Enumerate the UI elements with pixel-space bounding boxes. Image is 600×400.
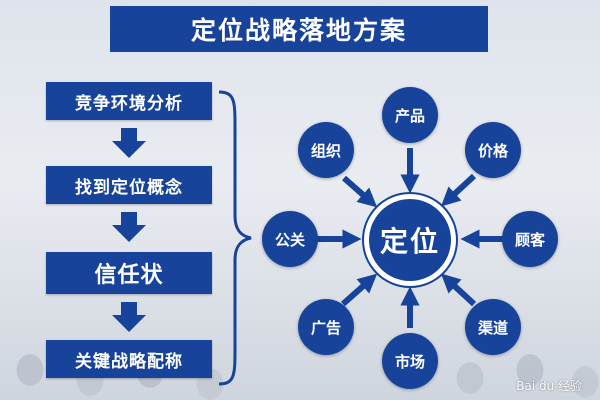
- node-product: 产品: [382, 87, 438, 143]
- arrow-from-advertising: [341, 273, 378, 307]
- node-customer: 顾客: [502, 211, 558, 267]
- node-market: 市场: [382, 333, 438, 389]
- step-credentials: 信任状: [46, 252, 212, 294]
- step-strategic-fit: 关键战略配称: [46, 340, 212, 378]
- down-arrow-icon: [112, 128, 146, 158]
- down-arrow-icon: [112, 212, 146, 242]
- step-competitive-analysis: 竞争环境分析: [46, 82, 212, 120]
- node-advertising: 广告: [298, 299, 354, 355]
- arrow-from-organization: [342, 175, 378, 208]
- brace-connector: [218, 90, 252, 386]
- arrow-from-channel: [440, 273, 477, 307]
- node-pr: 公关: [262, 211, 318, 267]
- arrow-from-price: [440, 173, 477, 207]
- node-organization: 组织: [298, 122, 354, 178]
- down-arrow-icon: [112, 302, 146, 332]
- center-positioning: 定位: [369, 199, 451, 281]
- watermark: Bai du 经验: [516, 379, 582, 393]
- page-title: 定位战略落地方案: [110, 6, 488, 52]
- node-price: 价格: [465, 122, 521, 178]
- step-find-positioning: 找到定位概念: [46, 166, 212, 204]
- node-channel: 渠道: [465, 299, 521, 355]
